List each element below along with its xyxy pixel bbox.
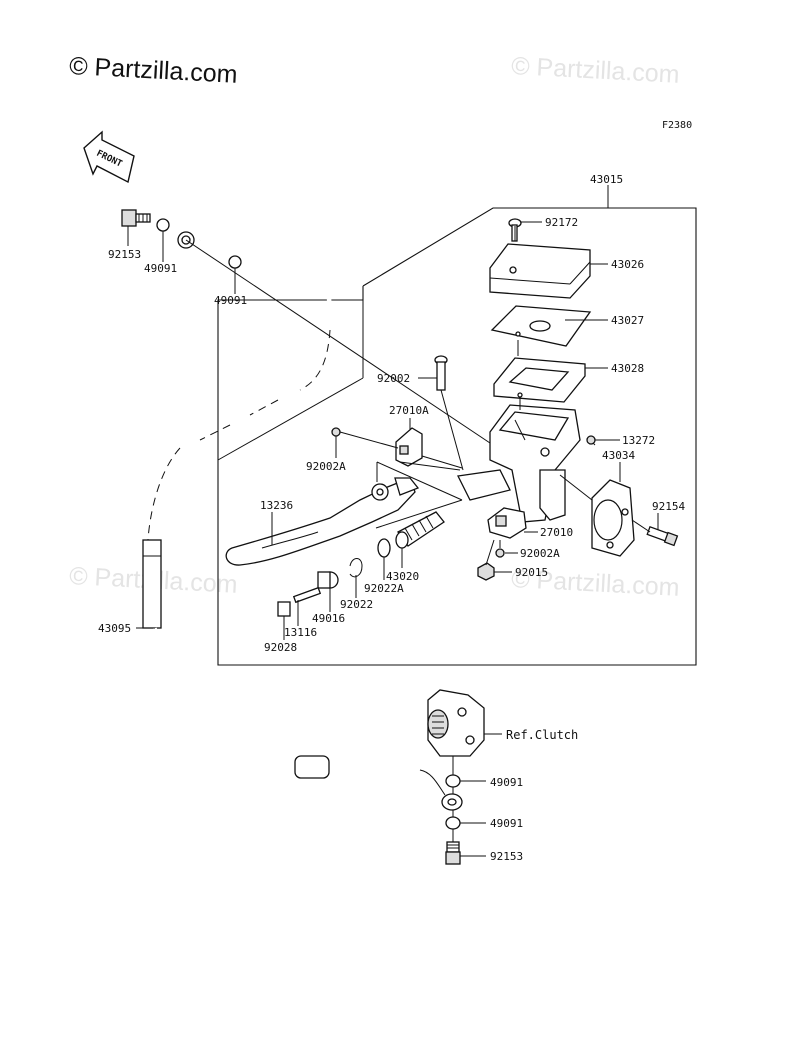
clutch-slave-cylinder [427, 689, 502, 757]
screw-92002a [331, 427, 341, 437]
part-label: 27010 [540, 526, 573, 539]
snap-ring-92022 [349, 558, 363, 578]
part-label: 92022A [364, 582, 404, 595]
leader-lines [136, 185, 659, 857]
clutch-hose [142, 206, 463, 811]
push-rod-13116 [292, 586, 322, 604]
crush-washer-lower [445, 774, 461, 788]
assembly-outline [217, 207, 697, 666]
part-label: 49016 [312, 612, 345, 625]
assembly-guide-lines [339, 226, 651, 566]
screw-92002a-lower [495, 548, 505, 558]
part-label: 49091 [490, 776, 523, 789]
part-label: 13272 [622, 434, 655, 447]
part-label: 49091 [214, 294, 247, 307]
clutch-switch-lower [487, 507, 527, 539]
part-label: 43026 [611, 258, 644, 271]
front-arrow-icon: FRONT [83, 130, 135, 184]
piston-assembly [395, 511, 445, 549]
part-label: 43015 [590, 173, 623, 186]
crush-washer [228, 255, 242, 269]
crush-washer [156, 218, 170, 232]
part-label: 92015 [515, 566, 548, 579]
clamp-bolt-92154 [646, 525, 679, 547]
handlebar-clamp [591, 479, 635, 557]
part-label: 92028 [264, 641, 297, 654]
part-label: 13236 [260, 499, 293, 512]
part-label: 92154 [652, 500, 685, 513]
part-label: 27010A [389, 404, 429, 417]
part-label: 92153 [108, 248, 141, 261]
part-label: 49091 [144, 262, 177, 275]
part-label: 92022 [340, 598, 373, 611]
nut-92015 [477, 562, 495, 581]
clutch-switch-upper [395, 427, 423, 467]
part-label: 49091 [490, 817, 523, 830]
part-label: 43095 [98, 622, 131, 635]
reservoir-plate [490, 305, 592, 347]
part-label: 43020 [386, 570, 419, 583]
banjo-bolt-lower [445, 841, 461, 865]
figure-code: F2380 [662, 120, 693, 131]
reservoir-cover [489, 243, 591, 299]
cap-92028 [277, 601, 291, 617]
part-label: 92002 [377, 372, 410, 385]
pivot-bolt [434, 355, 448, 391]
clutch-lever [225, 477, 420, 566]
reservoir-diaphragm [493, 357, 586, 403]
part-label: 13116 [284, 626, 317, 639]
ref-clutch-label: Ref.Clutch [506, 728, 578, 742]
dust-seal-49016 [317, 571, 339, 589]
part-label: 43027 [611, 314, 644, 327]
screw-13272 [586, 435, 596, 445]
part-label: 92153 [490, 850, 523, 863]
banjo-bolt-upper [121, 209, 151, 227]
part-label: 92172 [545, 216, 578, 229]
crush-washer-lower [445, 816, 461, 830]
part-label: 43034 [602, 449, 635, 462]
part-label: 92002A [306, 460, 346, 473]
master-cylinder-body [489, 404, 581, 523]
part-label: 43028 [611, 362, 644, 375]
snap-ring-92022a [377, 538, 391, 558]
part-label: 92002A [520, 547, 560, 560]
